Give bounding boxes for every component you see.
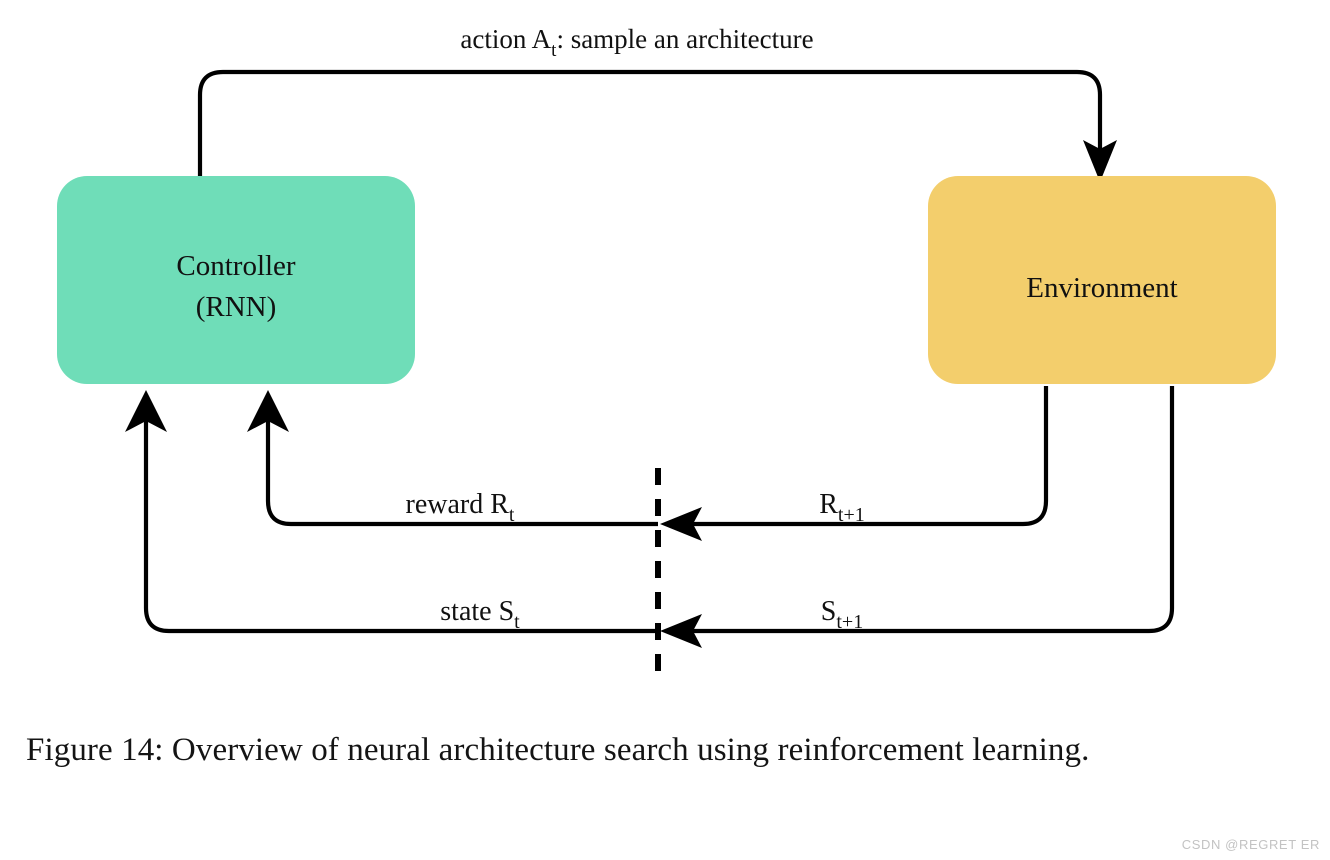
state-right-edge-path xyxy=(680,386,1175,634)
action-edge-path xyxy=(197,69,1103,178)
controller-label-line1: Controller xyxy=(176,250,296,282)
figure-caption: Figure 14: Overview of neural architectu… xyxy=(26,732,1090,768)
state-left-label: state St xyxy=(440,596,520,633)
reward-to-controller-arrowhead-icon xyxy=(247,390,289,432)
reward-right-edge-path xyxy=(680,386,1049,527)
environment-node[interactable] xyxy=(928,176,1276,384)
action-edge-label: action At: sample an architecture xyxy=(460,24,813,61)
state-arrowhead-icon xyxy=(660,614,702,648)
controller-node[interactable] xyxy=(57,176,415,384)
action-arrowhead-icon xyxy=(1083,140,1117,182)
state-left-edge-path xyxy=(143,412,658,634)
reward-left-edge-path xyxy=(265,412,658,527)
reward-right-label: Rt+1 xyxy=(819,489,865,526)
state-to-controller-arrowhead-icon xyxy=(125,390,167,432)
state-right-label: St+1 xyxy=(821,596,863,633)
controller-label-line2: (RNN) xyxy=(196,291,277,323)
environment-label: Environment xyxy=(1026,272,1177,304)
reward-left-label: reward Rt xyxy=(406,489,515,526)
watermark-text: CSDN @REGRET ER xyxy=(1181,837,1320,852)
reward-arrowhead-icon xyxy=(660,507,702,541)
